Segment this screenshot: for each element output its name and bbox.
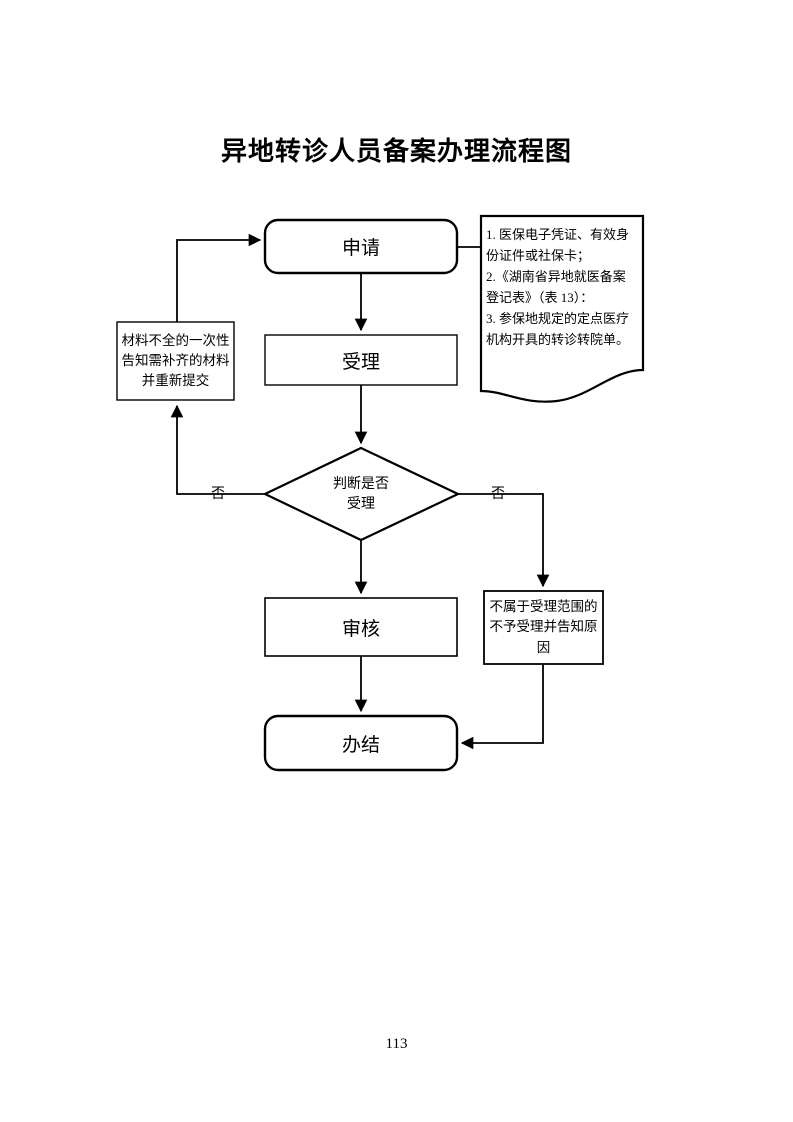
node-out-of-scope-shape: [483, 590, 604, 665]
edge-out-of-scope-to-complete: [460, 664, 544, 750]
note-line-3: 3. 参保地规定的定点医疗机构开具的转诊转院单。: [486, 311, 630, 348]
note-line-2: 2.《湖南省异地就医备案登记表》（表 13）：: [486, 269, 626, 306]
page-title: 异地转诊人员备案办理流程图: [220, 136, 572, 166]
node-review-shape: [264, 597, 458, 657]
note-content: 1. 医保电子凭证、有效身份证件或社保卡； 2.《湖南省异地就医备案登记表》（表…: [486, 224, 636, 350]
note-line-1: 1. 医保电子凭证、有效身份证件或社保卡；: [486, 227, 630, 264]
node-incomplete-shape: [116, 321, 235, 401]
node-apply-shape: [263, 218, 459, 275]
edge-decision-no-right: [458, 493, 550, 588]
node-accept-shape: [264, 334, 458, 386]
note-shape: [479, 214, 645, 403]
node-decision-shape: [262, 446, 461, 542]
edge-decision-no-left: [170, 404, 265, 495]
edge-label-right-no: 否: [491, 487, 505, 502]
page-number: 113: [385, 1036, 408, 1052]
edge-incomplete-to-apply: [176, 233, 262, 322]
node-complete-shape: [263, 714, 459, 772]
edge-label-left-no: 否: [211, 487, 225, 502]
